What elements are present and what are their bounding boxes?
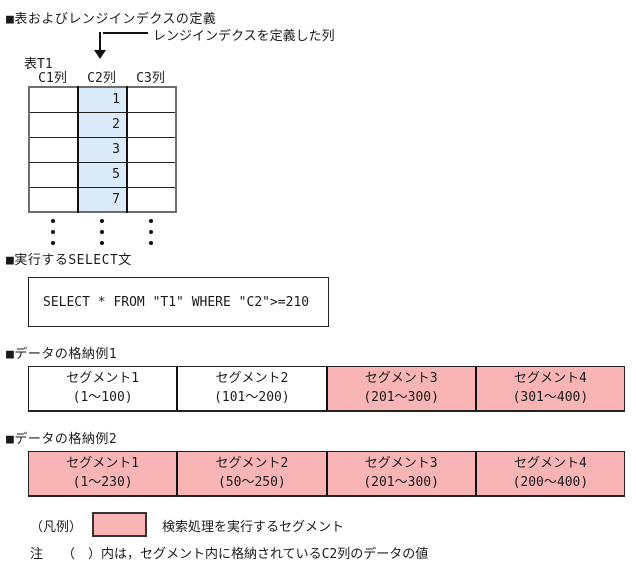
c3-cell — [126, 86, 177, 113]
segment-cell: セグメント3 (201～300) — [327, 367, 477, 410]
segment-cell: セグメント4 (200～400) — [476, 452, 624, 495]
segment-name: セグメント2 — [215, 455, 289, 471]
column-header-c1: C1列 — [38, 71, 67, 86]
table-row: 1 — [28, 86, 177, 113]
c2-cell: 5 — [77, 161, 128, 188]
segment-name: セグメント1 — [66, 370, 140, 386]
legend-label: （凡例） — [30, 520, 83, 535]
section-title-table-definition: ■表およびレンジインデクスの定義 — [6, 12, 217, 27]
sql-statement-box: SELECT * FROM "T1" WHERE "C2">=210 — [28, 277, 329, 327]
c2-cell: 2 — [77, 111, 128, 138]
segment-cell: セグメント1 (1～100) — [29, 367, 179, 410]
table-name-label: 表T1 — [24, 57, 53, 72]
section-title-storage-example-1: ■データの格納例1 — [6, 347, 118, 362]
column-header-c3: C3列 — [136, 71, 165, 86]
column-header-c2: C2列 — [87, 71, 116, 86]
callout-horizontal-line — [103, 32, 148, 34]
segment-cell: セグメント1 (1～230) — [29, 452, 179, 495]
c2-cell: 7 — [77, 186, 128, 213]
segment-range: (301～400) — [512, 389, 589, 405]
segment-cell: セグメント2 (50～250) — [178, 452, 328, 495]
c3-cell — [126, 161, 177, 188]
vertical-ellipsis-icon — [51, 219, 55, 245]
c3-cell — [126, 186, 177, 213]
segment-name: セグメント2 — [215, 370, 289, 386]
vertical-ellipsis-icon — [100, 219, 104, 245]
segment-name: セグメント4 — [513, 455, 587, 471]
c1-cell — [28, 86, 79, 113]
column-header-row: C1列 C2列 C3列 — [28, 67, 175, 86]
section-title-storage-example-2: ■データの格納例2 — [6, 432, 118, 447]
table-row: 5 — [28, 161, 177, 188]
table-t1: 1 2 3 5 7 — [28, 86, 177, 213]
note-text: （ ）内は，セグメント内に格納されているC2列のデータの値 — [62, 547, 429, 562]
c2-cell: 1 — [77, 86, 128, 113]
segment-range: (101～200) — [214, 389, 290, 405]
down-arrow-icon — [94, 50, 106, 59]
callout-vertical-line — [99, 32, 101, 51]
segment-row-example-2: セグメント1 (1～230) セグメント2 (50～250) セグメント3 (2… — [28, 451, 625, 497]
segment-range: (201～300) — [363, 389, 439, 405]
segment-name: セグメント4 — [513, 370, 587, 386]
c2-cell: 3 — [77, 136, 128, 163]
vertical-ellipsis-icon — [149, 219, 153, 245]
c1-cell — [28, 111, 79, 138]
section-title-select-statement: ■実行するSELECT文 — [6, 253, 132, 268]
table-row: 2 — [28, 111, 177, 138]
segment-name: セグメント3 — [364, 370, 438, 386]
c1-cell — [28, 186, 79, 213]
c3-cell — [126, 136, 177, 163]
segment-range: (1～230) — [72, 474, 133, 490]
segment-range: (1～100) — [72, 389, 133, 405]
segment-name: セグメント3 — [364, 455, 438, 471]
callout-label: レンジインデクスを定義した列 — [153, 29, 335, 44]
segment-range: (200～400) — [512, 474, 589, 490]
legend-swatch-meaning: 検索処理を実行するセグメント — [162, 520, 345, 535]
sql-statement-text: SELECT * FROM "T1" WHERE "C2">=210 — [43, 294, 310, 310]
segment-range: (201～300) — [363, 474, 439, 490]
c1-cell — [28, 161, 79, 188]
c3-cell — [126, 111, 177, 138]
c1-cell — [28, 136, 79, 163]
segment-cell: セグメント4 (301～400) — [476, 367, 624, 410]
table-row: 3 — [28, 136, 177, 163]
segment-range: (50～250) — [217, 474, 286, 490]
table-row: 7 — [28, 186, 177, 213]
segment-cell: セグメント3 (201～300) — [327, 452, 477, 495]
segment-name: セグメント1 — [66, 455, 140, 471]
segment-row-example-1: セグメント1 (1～100) セグメント2 (101～200) セグメント3 (… — [28, 366, 625, 412]
legend-highlight-swatch — [92, 512, 147, 537]
note-label: 注 — [30, 547, 44, 562]
segment-cell: セグメント2 (101～200) — [178, 367, 328, 410]
